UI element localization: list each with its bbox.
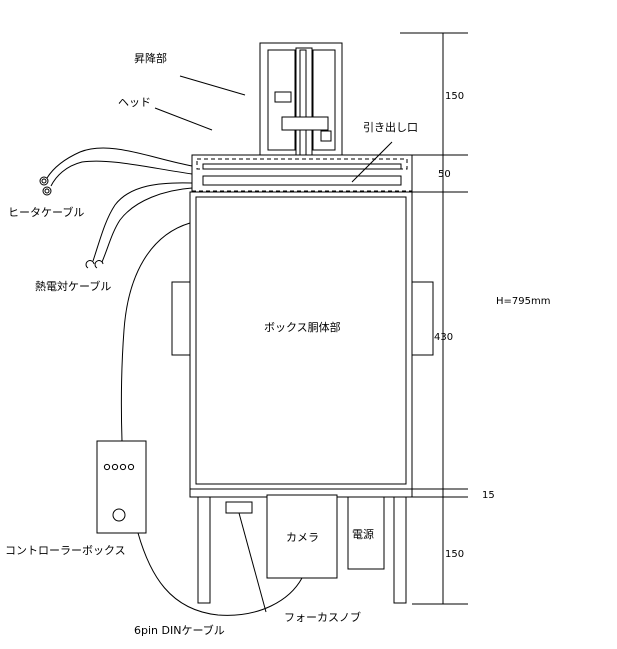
label-focus-knob: フォーカスノブ xyxy=(284,610,361,624)
lift-right-block xyxy=(320,130,332,142)
indicator-light-3 xyxy=(119,463,127,471)
left-leg xyxy=(197,496,211,604)
thermocouple-cable-line-1 xyxy=(92,182,193,262)
thermocouple-plug-1 xyxy=(85,260,95,269)
indicator-light-4 xyxy=(127,463,135,471)
focus-knob xyxy=(225,501,253,514)
power-supply-box xyxy=(347,496,385,570)
lift-leader xyxy=(179,75,246,96)
label-head: ヘッド xyxy=(118,96,151,109)
head-slot xyxy=(202,163,402,170)
heater-cable-line-1 xyxy=(46,147,193,179)
lift-assembly xyxy=(259,42,343,165)
controller-knob xyxy=(112,508,126,522)
base-frame xyxy=(189,488,413,604)
drawer-opening-slot xyxy=(202,175,402,186)
right-side-handle xyxy=(411,281,434,356)
controller-cable xyxy=(120,222,191,442)
dim-label-total: H=795mm xyxy=(496,296,550,307)
dim-label-lift: 150 xyxy=(445,91,464,102)
indicator-light-2 xyxy=(111,463,119,471)
head-leader xyxy=(154,107,213,131)
thermocouple-cable-line-2 xyxy=(101,187,193,263)
indicator-light-1 xyxy=(103,463,111,471)
label-power-supply: 電源 xyxy=(352,527,374,541)
heater-plug-1 xyxy=(39,176,49,186)
right-leg xyxy=(393,496,407,604)
cables xyxy=(39,147,303,616)
label-thermocouple-cable: 熱電対ケーブル xyxy=(35,279,111,293)
label-heater-cable: ヒータケーブル xyxy=(8,205,84,219)
leader-lines xyxy=(154,75,393,613)
controller-box-outline xyxy=(96,440,147,534)
controller-box xyxy=(96,440,147,534)
label-box-body: ボックス胴体部 xyxy=(264,320,341,334)
left-side-handle xyxy=(171,281,191,356)
box-body-inner xyxy=(195,196,407,485)
label-controller-box: コントローラーボックス xyxy=(5,544,126,557)
drawer-opening-leader xyxy=(351,141,393,183)
lift-crossbar xyxy=(281,116,329,131)
dim-label-head: 50 xyxy=(438,169,451,180)
head-assembly xyxy=(191,154,413,193)
box-body-outer xyxy=(189,191,413,490)
label-din-cable: 6pin DINケーブル xyxy=(134,623,225,637)
label-drawer-opening: 引き出し口 xyxy=(363,120,418,134)
din-cable xyxy=(137,532,303,616)
dim-label-gap: 15 xyxy=(482,490,495,501)
label-lift: 昇降部 xyxy=(134,51,167,65)
thermocouple-plug-2 xyxy=(94,260,104,269)
heater-plug-2 xyxy=(42,186,52,196)
heater-cable-line-2 xyxy=(50,160,193,187)
text-labels: 昇降部 ヘッド 引き出し口 ヒータケーブル 熱電対ケーブル ボックス胴体部 コン… xyxy=(5,51,550,637)
box-body xyxy=(171,191,434,490)
dimension-lines xyxy=(400,32,468,605)
label-camera: カメラ xyxy=(286,531,319,544)
head-housing xyxy=(191,154,413,193)
focus-knob-leader xyxy=(238,512,267,613)
camera-box xyxy=(266,494,338,579)
lift-shaft xyxy=(299,49,307,165)
dim-label-legs: 150 xyxy=(445,549,464,560)
lift-left-block xyxy=(274,91,292,103)
dim-label-body: 430 xyxy=(434,332,453,343)
